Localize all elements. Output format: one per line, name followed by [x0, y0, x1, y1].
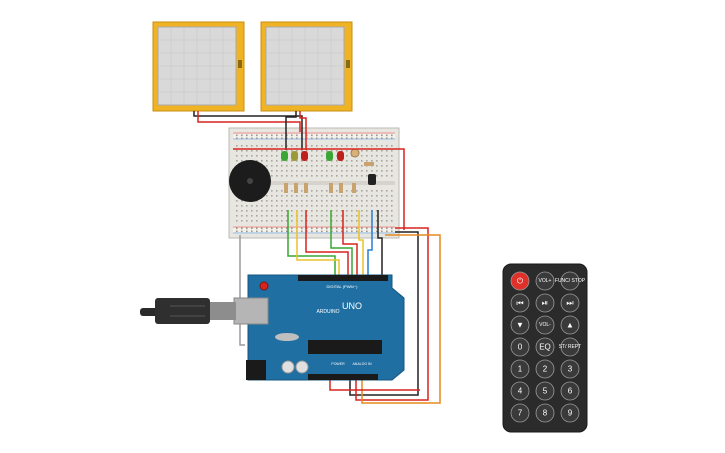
remote-button-9[interactable]: 9 — [560, 403, 580, 423]
remote-button-8-label: 8 — [543, 409, 548, 418]
arduino-uno-board[interactable]: DIGITAL (PWM~) ARDUINO UNO ANALOG IN POW… — [233, 274, 405, 381]
buzzer[interactable] — [229, 160, 271, 202]
power-label: POWER — [331, 362, 345, 366]
remote-button-func-stop[interactable]: FUNC/ STOP — [555, 271, 586, 291]
remote-button-1[interactable]: 1 — [510, 359, 530, 379]
remote-button-4-label: 4 — [518, 387, 523, 396]
model-label: UNO — [342, 301, 362, 311]
reset-button[interactable] — [259, 281, 269, 291]
lcd-connector — [238, 60, 242, 68]
led-yellow-1[interactable] — [291, 151, 298, 161]
lcd-grid — [158, 27, 236, 105]
dc-jack — [246, 360, 266, 380]
analog-header — [308, 374, 378, 380]
remote-button-eq[interactable]: EQ — [535, 337, 555, 357]
remote-button-st-rept-label: ST/ REPT — [559, 344, 582, 350]
digital-label: DIGITAL (PWM~) — [327, 284, 359, 289]
remote-button-2-label: 2 — [543, 365, 548, 374]
lcd-display-right[interactable] — [260, 21, 353, 112]
led-green-1[interactable] — [281, 151, 288, 161]
usb-cable[interactable] — [140, 298, 236, 324]
remote-button-rewind[interactable]: ⏮ — [510, 293, 530, 313]
remote-button-1-label: 1 — [518, 365, 523, 374]
remote-button-0[interactable]: 0 — [510, 337, 530, 357]
remote-button-6[interactable]: 6 — [560, 381, 580, 401]
digital-header — [298, 275, 388, 281]
lcd-grid — [266, 27, 344, 105]
remote-button-5-label: 5 — [543, 387, 548, 396]
remote-button-6-label: 6 — [568, 387, 573, 396]
up-arrow-icon: ▲ — [566, 321, 574, 330]
remote-button-3[interactable]: 3 — [560, 359, 580, 379]
remote-button-st-rept[interactable]: ST/ REPT — [559, 337, 582, 357]
remote-button-up[interactable]: ▲ — [560, 315, 580, 335]
led-red-1[interactable] — [301, 151, 308, 161]
resistors[interactable] — [284, 162, 374, 193]
power-icon: ⏻ — [517, 277, 524, 286]
remote-button-4[interactable]: 4 — [510, 381, 530, 401]
arduino-logo-text: ARDUINO — [316, 309, 339, 315]
remote-button-vol-up[interactable]: VOL+ — [535, 271, 555, 291]
remote-button-down[interactable]: ▼ — [510, 315, 530, 335]
play-pause-icon: ⏯ — [542, 299, 548, 308]
lcd-connector — [346, 60, 350, 68]
remote-button-0-label: 0 — [518, 343, 523, 352]
remote-button-vol-up-label: VOL+ — [539, 278, 552, 284]
remote-button-func-stop-label: FUNC/ STOP — [555, 278, 586, 284]
remote-button-eq-label: EQ — [539, 343, 551, 352]
rewind-icon: ⏮ — [516, 299, 523, 308]
remote-button-play-pause[interactable]: ⏯ — [535, 293, 555, 313]
remote-buttons: ⏻ VOL+FUNC/ STOP ⏮ ⏯ ⏭ ▼ VOL- ▲ 0 EQ ST/ REPT 1 2 3 4 5… — [510, 271, 586, 423]
lcd-display-left[interactable] — [152, 21, 245, 112]
remote-button-7[interactable]: 7 — [510, 403, 530, 423]
remote-button-3-label: 3 — [568, 365, 573, 374]
usb-port — [233, 297, 269, 325]
remote-button-7-label: 7 — [518, 409, 523, 418]
analog-label: ANALOG IN — [352, 362, 372, 366]
led-green-2[interactable] — [326, 151, 333, 161]
fast-forward-icon: ⏭ — [566, 299, 573, 308]
remote-button-9-label: 9 — [568, 409, 573, 418]
remote-button-fast-forward[interactable]: ⏭ — [560, 293, 580, 313]
photoresistor[interactable] — [350, 148, 360, 158]
led-red-2[interactable] — [337, 151, 344, 161]
remote-button-vol-down-label: VOL- — [539, 322, 551, 328]
crystal-oscillator — [275, 333, 299, 341]
ir-remote[interactable]: ⏻ VOL+FUNC/ STOP ⏮ ⏯ ⏭ ▼ VOL- ▲ 0 EQ ST/ REPT 1 2 3 4 5… — [502, 263, 588, 433]
remote-button-8[interactable]: 8 — [535, 403, 555, 423]
remote-button-power[interactable]: ⏻ — [510, 271, 530, 291]
atmega-chip — [308, 340, 382, 354]
remote-button-vol-down[interactable]: VOL- — [535, 315, 555, 335]
remote-button-5[interactable]: 5 — [535, 381, 555, 401]
down-arrow-icon: ▼ — [516, 321, 524, 330]
ir-receiver[interactable] — [368, 174, 376, 185]
remote-button-2[interactable]: 2 — [535, 359, 555, 379]
